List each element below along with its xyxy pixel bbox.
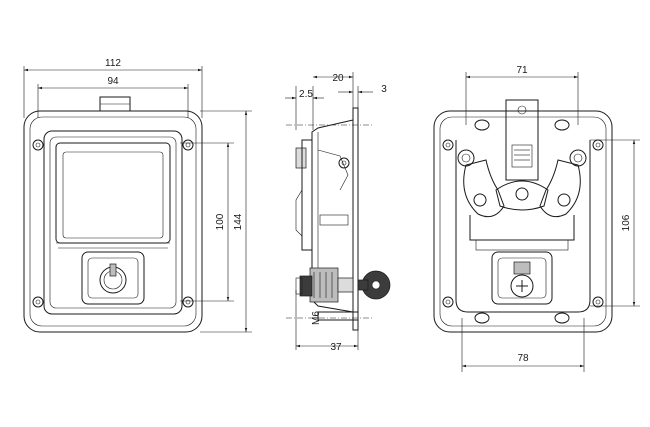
dim-overall-width: 112 — [105, 58, 121, 69]
key-slot — [109, 263, 117, 277]
handle-pivot — [295, 147, 307, 169]
back-lock-housing — [491, 251, 553, 305]
dim-inner-height: 100 — [215, 213, 226, 230]
back-screw-holes — [442, 139, 604, 308]
lock-body-side — [309, 267, 339, 303]
dim-plate-thickness: 3 — [381, 84, 387, 95]
back-lock-cylinder — [510, 274, 534, 298]
dim-height: 106 — [621, 214, 632, 231]
lock-housing — [81, 251, 145, 305]
back-view: 71 78 106 — [433, 65, 640, 372]
dim-inner-width: 94 — [107, 76, 119, 87]
cam-pivot — [338, 157, 350, 169]
outer-plate — [23, 110, 203, 333]
screw-holes — [32, 139, 194, 308]
dim-overall-height: 144 — [233, 213, 244, 230]
mounting-plate — [352, 107, 359, 331]
paddle-handle — [55, 142, 171, 244]
dim-top-width: 71 — [516, 65, 528, 76]
dim-flange-thickness: 2.5 — [299, 89, 313, 100]
side-view: 20 2.5 3 37 M6 — [285, 72, 391, 353]
dim-overall-depth: 37 — [330, 342, 342, 353]
pan — [43, 130, 183, 315]
rotary-cams — [457, 149, 587, 218]
dim-depth-total: 20 — [332, 73, 344, 84]
key — [357, 270, 391, 300]
dim-bottom-width: 78 — [517, 353, 529, 364]
back-plate — [433, 110, 613, 333]
front-view: 112 94 144 100 — [23, 58, 252, 333]
strike-bar — [505, 99, 539, 181]
